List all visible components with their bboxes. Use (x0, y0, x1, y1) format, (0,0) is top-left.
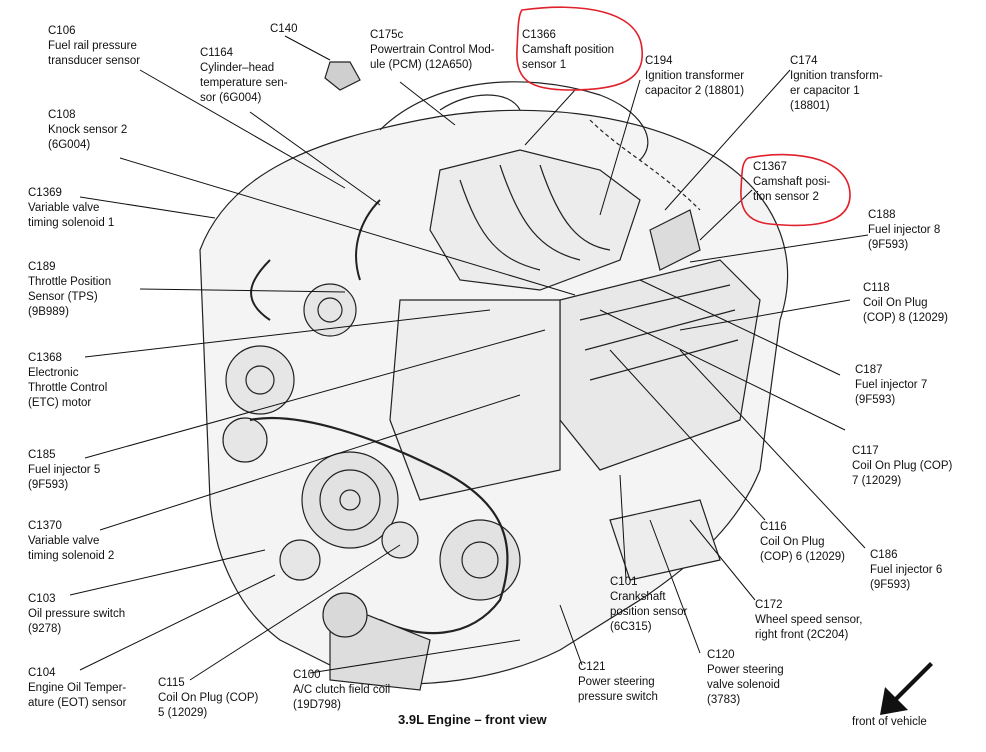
label-c175c: C175c Powertrain Control Mod- ule (PCM) … (370, 29, 495, 71)
diagram-title: 3.9L Engine – front view (398, 712, 547, 727)
label-code: C106 (48, 25, 76, 37)
label-code: C103 (28, 593, 56, 605)
label-code: C189 (28, 261, 56, 273)
label-code: C172 (755, 599, 783, 611)
label-c106: C106 Fuel rail pressure transducer senso… (48, 25, 141, 67)
label-c100: C100 A/C clutch field coil (19D798) (293, 669, 391, 711)
label-c108: C108 Knock sensor 2 (6G004) (48, 109, 128, 151)
label-c115: C115 Coil On Plug (COP) 5 (12029) (158, 677, 259, 719)
front-arrow-icon (880, 662, 940, 715)
label-code: C188 (868, 209, 896, 221)
label-c188: C188 Fuel injector 8 (9F593) (868, 209, 941, 251)
label-code: C175c (370, 29, 404, 41)
label-code: C108 (48, 109, 76, 121)
label-c174: C174 Ignition transform- er capacitor 1 … (790, 55, 883, 112)
label-code: C1164 (200, 47, 234, 59)
engine-body (199, 61, 789, 691)
leader-lines (69, 35, 869, 681)
label-c189: C189 Throttle Position Sensor (TPS) (9B9… (28, 261, 112, 318)
label-c187: C187 Fuel injector 7 (9F593) (855, 364, 928, 406)
label-code: C121 (578, 661, 606, 673)
highlight-c1367 (740, 153, 851, 227)
label-code: C118 (863, 282, 890, 294)
label-c194: C194 Ignition transformer capacitor 2 (1… (645, 55, 745, 97)
label-c172: C172 Wheel speed sensor, right front (2C… (755, 599, 863, 641)
label-code: C1369 (28, 187, 62, 199)
label-code: C186 (870, 549, 898, 561)
label-code: C101 (610, 576, 638, 588)
label-code: C104 (28, 667, 56, 679)
label-c1370: C1370 Variable valve timing solenoid 2 (28, 520, 115, 562)
label-code: C174 (790, 55, 818, 67)
label-code: C140 (270, 23, 298, 35)
label-c118: C118 Coil On Plug (COP) 8 (12029) (863, 282, 949, 324)
label-c121: C121 Power steering pressure switch (578, 661, 658, 703)
label-code: C1370 (28, 520, 62, 532)
label-code: C117 (852, 445, 879, 457)
label-c117: C117 Coil On Plug (COP) 7 (12029) (852, 445, 953, 487)
label-c185: C185 Fuel injector 5 (9F593) (28, 449, 101, 491)
front-of-vehicle-label: front of vehicle (852, 716, 927, 728)
label-c1164: C1164 Cylinder–head temperature sen- sor… (200, 47, 288, 104)
label-c116: C116 Coil On Plug (COP) 6 (12029) (760, 521, 846, 563)
label-c1369: C1369 Variable valve timing solenoid 1 (28, 187, 115, 229)
highlight-c1366 (516, 6, 643, 91)
label-c140: C140 (270, 22, 298, 37)
label-c1366: C1366 Camshaft position sensor 1 (522, 29, 615, 71)
label-code: C100 (293, 669, 321, 681)
label-code: C1368 (28, 352, 62, 364)
label-code: C185 (28, 449, 56, 461)
label-c104: C104 Engine Oil Temper- ature (EOT) sens… (28, 667, 127, 709)
label-code: C120 (707, 649, 735, 661)
label-code: C194 (645, 55, 673, 67)
label-code: C1367 (753, 161, 787, 173)
label-code: C187 (855, 364, 883, 376)
label-code: C116 (760, 521, 787, 533)
label-code: C115 (158, 677, 185, 689)
label-c186: C186 Fuel injector 6 (9F593) (870, 549, 943, 591)
label-c120: C120 Power steering valve solenoid (3783… (707, 649, 784, 706)
label-c1368: C1368 Electronic Throttle Control (ETC) … (28, 352, 108, 409)
label-c101: C101 Crankshaft position sensor (6C315) (610, 576, 688, 633)
label-code: C1366 (522, 29, 556, 41)
label-c1367: C1367 Camshaft posi- tion sensor 2 (753, 161, 831, 203)
highlight-marks (516, 6, 851, 227)
label-c103: C103 Oil pressure switch (9278) (28, 593, 126, 635)
